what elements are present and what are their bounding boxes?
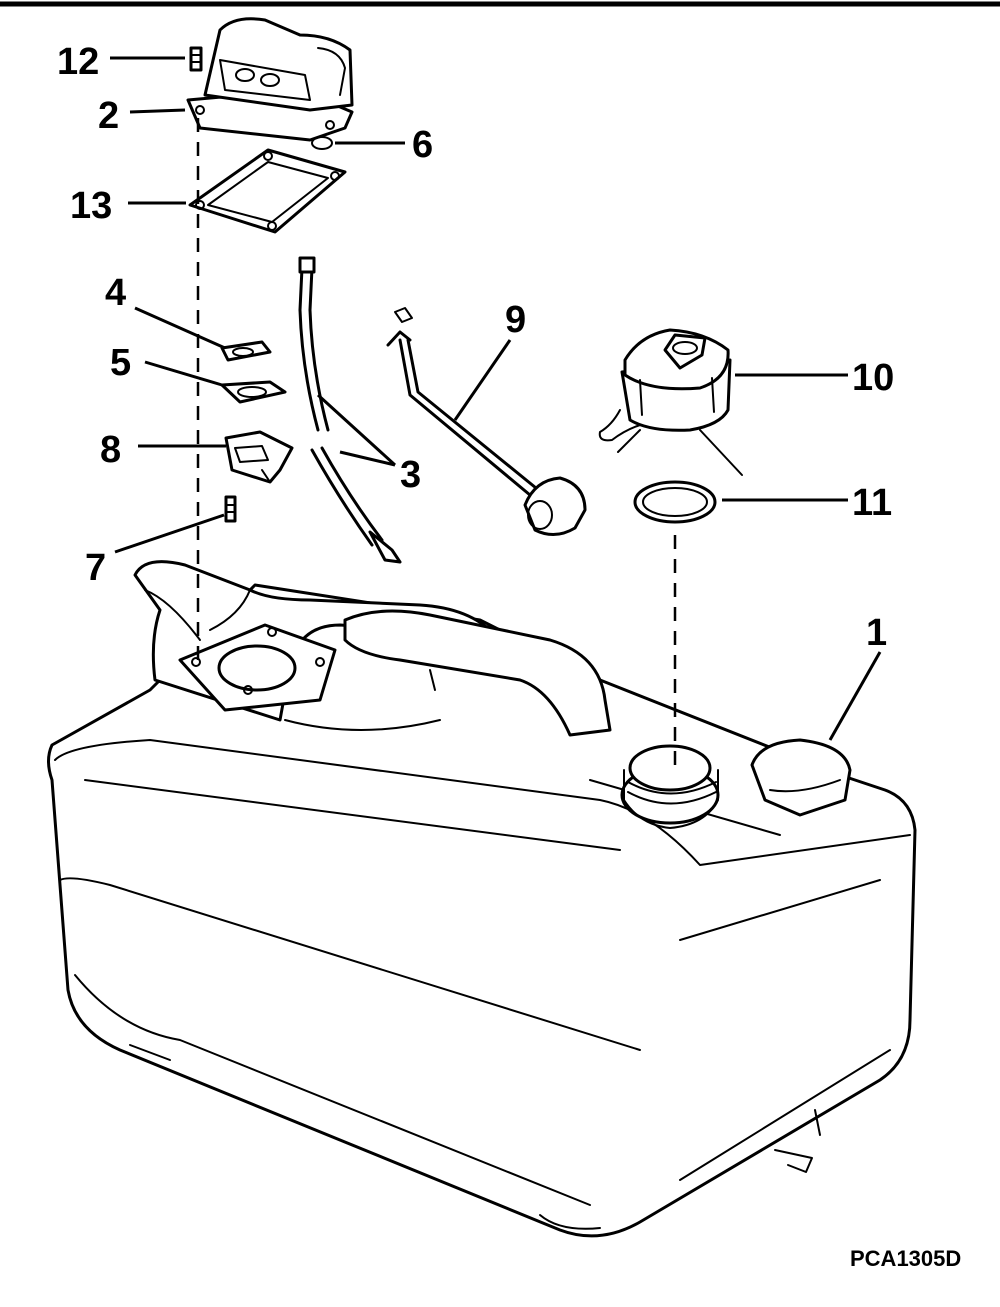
callout-7: 7 bbox=[85, 547, 106, 589]
fuel-connector-part bbox=[186, 17, 354, 142]
callout-8: 8 bbox=[100, 429, 121, 471]
leader-lines bbox=[110, 56, 882, 741]
callout-1: 1 bbox=[866, 612, 887, 654]
screw-part-7 bbox=[224, 495, 237, 523]
callout-2: 2 bbox=[98, 95, 119, 137]
callout-12: 12 bbox=[57, 41, 99, 83]
fuel-gauge-float-part-9 bbox=[386, 307, 587, 536]
callout-9: 9 bbox=[505, 299, 526, 341]
screw-part-12 bbox=[189, 46, 203, 72]
callout-labels: 12 2 6 13 4 5 8 3 7 9 10 11 1 bbox=[57, 41, 894, 654]
filler-cap-part-10 bbox=[598, 328, 743, 476]
clip-part-4 bbox=[220, 340, 272, 362]
o-ring-part-6 bbox=[311, 136, 333, 150]
callout-6: 6 bbox=[412, 124, 433, 166]
assembly-centerlines bbox=[196, 118, 677, 765]
callout-5: 5 bbox=[110, 342, 131, 384]
callout-3: 3 bbox=[400, 454, 421, 496]
callout-13: 13 bbox=[70, 185, 112, 227]
retainer-part-8 bbox=[224, 430, 294, 484]
pickup-tube-part-3 bbox=[298, 256, 402, 564]
seal-part-5 bbox=[220, 380, 287, 404]
callout-11: 11 bbox=[852, 482, 892, 524]
gasket-part-13 bbox=[188, 148, 347, 234]
drawing-code: PCA1305D bbox=[850, 1246, 961, 1271]
callout-4: 4 bbox=[105, 272, 126, 314]
fuel-tank-part bbox=[47, 560, 917, 1238]
callout-10: 10 bbox=[852, 357, 894, 399]
gasket-ring-part-11 bbox=[633, 480, 717, 524]
